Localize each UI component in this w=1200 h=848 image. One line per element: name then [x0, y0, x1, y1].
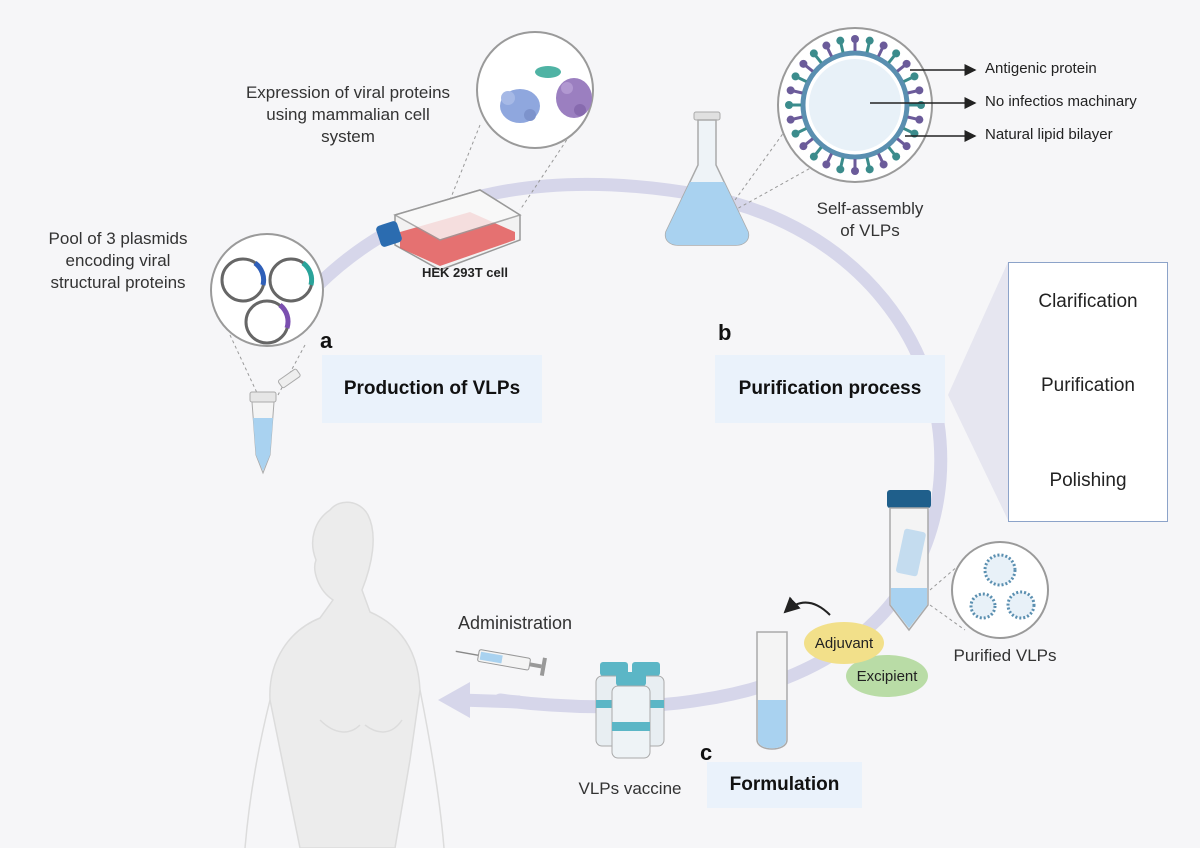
stage-purification-title: Purification process — [738, 378, 922, 399]
hek-cell-label: HEK 293T cell — [422, 265, 508, 280]
purification-steps-box: Clarification Purification Polishing — [1008, 262, 1168, 522]
test-tube-icon — [756, 631, 788, 750]
virus-spike-head — [879, 160, 888, 169]
virus-spike-head — [809, 152, 818, 161]
virus-spike-head — [785, 101, 793, 109]
vial-icon — [595, 662, 665, 759]
virus-spike-head — [910, 72, 919, 81]
virus-spike-head — [791, 129, 800, 138]
self-assembly-label: Self-assembly of VLPs — [816, 199, 924, 240]
virus-spike-head — [865, 165, 874, 174]
administration-label: Administration — [457, 613, 573, 633]
virus-spike-head — [822, 41, 831, 50]
antigenic-protein-label: Antigenic protein — [985, 60, 1097, 77]
vaccine-label: VLPs vaccine — [578, 779, 682, 798]
virus-spike-head — [902, 59, 911, 68]
virus-spike-head — [786, 115, 795, 124]
stage-letter-b: b — [718, 320, 732, 345]
virus-spike-head — [809, 49, 818, 58]
expression-label: Expression of viral proteins using mamma… — [245, 83, 451, 146]
virus-spike-head — [892, 49, 901, 58]
plasmids-label: Pool of 3 plasmids encoding viral struct… — [48, 229, 188, 292]
virus-spike-head — [822, 160, 831, 169]
plasmid-icon — [210, 233, 324, 396]
centrifuge-tube-icon — [887, 490, 931, 632]
syringe-icon — [455, 649, 547, 676]
virus-spike-head — [799, 142, 808, 151]
lipid-bilayer-label: Natural lipid bilayer — [985, 126, 1113, 143]
erlenmeyer-flask-icon — [664, 109, 826, 246]
stage-purification: Purification process — [715, 355, 945, 423]
cycle-ring — [311, 177, 948, 718]
stage-production-title: Production of VLPs — [343, 378, 521, 399]
virus-spike-head — [917, 101, 925, 109]
virus-spike-head — [836, 36, 845, 45]
stage-letter-c: c — [700, 740, 713, 765]
step-polishing: Polishing — [1049, 470, 1127, 491]
virus-spike-head — [791, 72, 800, 81]
purification-funnel — [948, 262, 1008, 520]
virus-particle-icon — [777, 27, 977, 183]
purified-vlps-icon — [929, 541, 1049, 639]
virus-spike-head — [902, 142, 911, 151]
purified-vlps-label: Purified VLPs — [953, 646, 1057, 665]
human-figure-icon — [244, 501, 445, 848]
virus-spike-head — [892, 152, 901, 161]
step-clarification: Clarification — [1038, 291, 1138, 312]
stage-production: Production of VLPs — [322, 355, 542, 423]
virus-spike-head — [879, 41, 888, 50]
infectious-machinery-label: No infectios machinary — [985, 93, 1137, 110]
virus-spike-head — [786, 86, 795, 95]
virus-spike-head — [851, 35, 859, 43]
excipient-pill: Excipient — [846, 655, 928, 697]
stage-letter-a: a — [320, 328, 333, 353]
adjuvant-pill: Adjuvant — [804, 622, 884, 664]
additive-arrow — [783, 596, 831, 616]
virus-spike-head — [915, 86, 924, 95]
virus-spike-head — [851, 167, 859, 175]
virus-spike-head — [865, 36, 874, 45]
tube-icon — [249, 368, 301, 475]
protein-icon — [449, 31, 594, 211]
virus-spike-head — [836, 165, 845, 174]
virus-spike-head — [915, 115, 924, 124]
cell-flask-icon — [376, 189, 522, 271]
virus-spike-head — [799, 59, 808, 68]
stage-formulation-title: Formulation — [729, 774, 840, 795]
step-purification: Purification — [1041, 375, 1135, 396]
stage-formulation: Formulation — [707, 762, 862, 808]
